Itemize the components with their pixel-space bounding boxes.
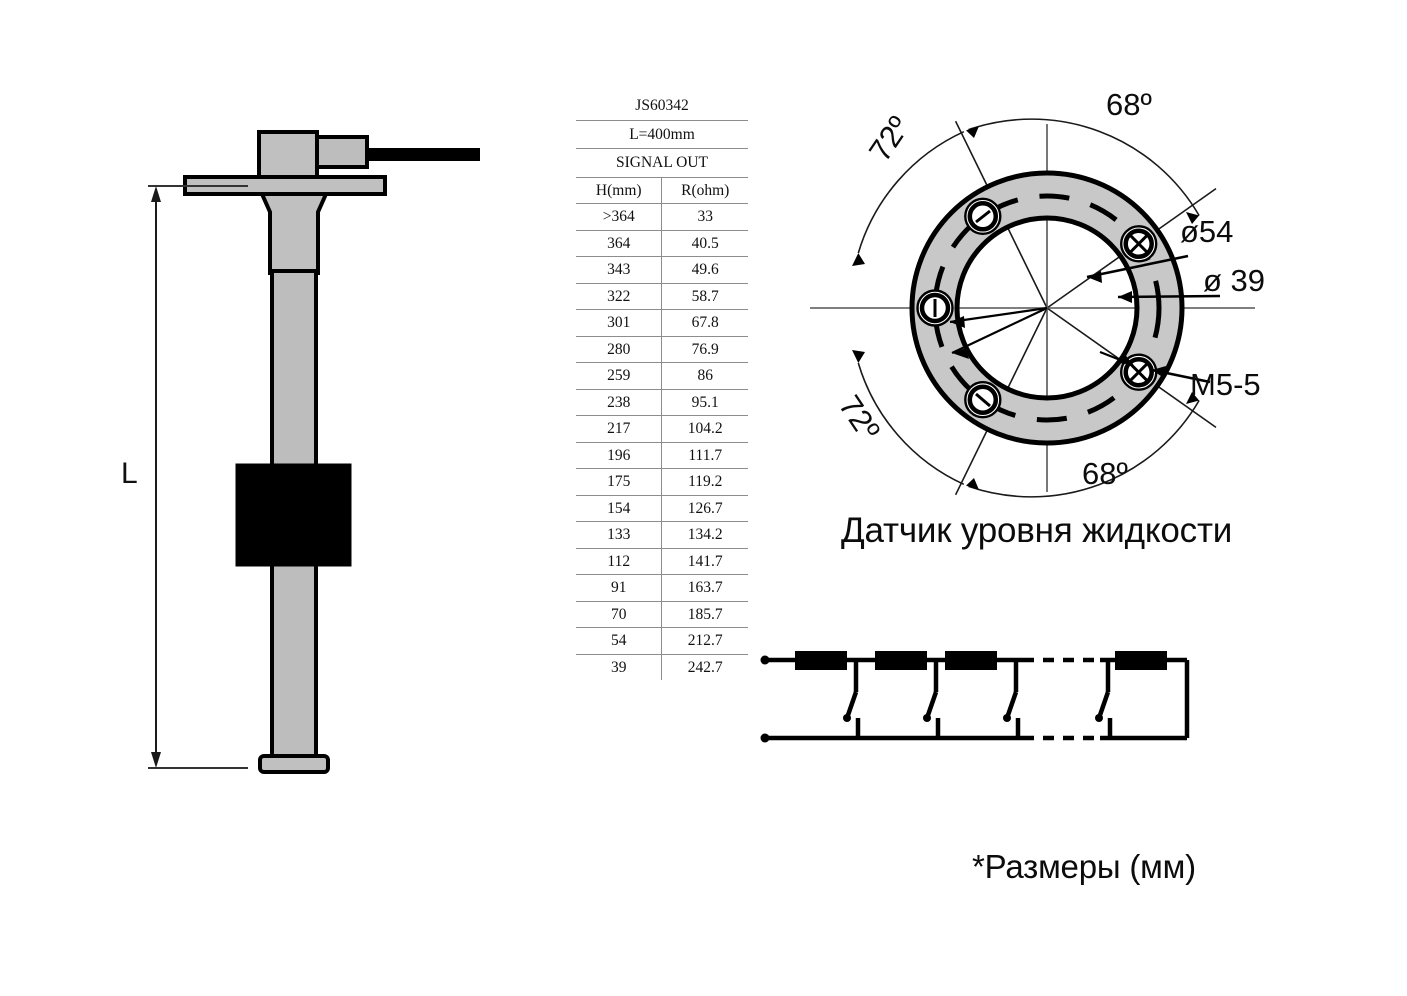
bolt-hole xyxy=(916,289,954,327)
cell-resistance: 134.2 xyxy=(661,521,748,549)
cell-height: 70 xyxy=(576,601,663,628)
thread-label: M5-5 xyxy=(1190,367,1261,402)
column-header-h: H(mm) xyxy=(576,177,663,204)
flange-annulus xyxy=(909,170,1185,446)
resistor-elements xyxy=(795,651,1167,670)
cell-height: 217 xyxy=(576,415,663,443)
angle-construction-arcs xyxy=(857,118,1200,498)
bolt-holes xyxy=(916,197,1158,419)
bolt-circle-dashed xyxy=(932,193,1162,423)
cell-resistance: 185.7 xyxy=(661,601,748,628)
cell-resistance: 67.8 xyxy=(661,309,748,337)
angle-arrowheads xyxy=(852,126,1200,490)
cell-resistance: 104.2 xyxy=(661,415,748,443)
cell-height: 364 xyxy=(576,230,663,257)
sensor-neck xyxy=(258,192,330,275)
circuit-terminals xyxy=(760,655,1103,743)
cell-resistance: 95.1 xyxy=(661,389,748,416)
bolt-hole xyxy=(964,381,1002,419)
float xyxy=(235,463,352,567)
cell-height: 259 xyxy=(576,362,663,390)
cell-resistance: 141.7 xyxy=(661,548,748,575)
cell-resistance: 119.2 xyxy=(661,468,748,496)
table-row-model: JS60342 xyxy=(576,92,748,121)
cell-height: 133 xyxy=(576,521,663,549)
table-row-signal: SIGNAL OUT xyxy=(576,148,748,178)
signal-out-cell: SIGNAL OUT xyxy=(576,148,748,178)
resistance-table: JS60342 L=400mm SIGNAL OUT H(mm) R(ohm) … xyxy=(576,92,748,680)
model-number-cell: JS60342 xyxy=(576,92,748,121)
table-body: JS60342 L=400mm SIGNAL OUT H(mm) R(ohm) … xyxy=(576,92,748,680)
connector-secondary-block xyxy=(310,135,369,169)
leader-thread-callout xyxy=(1099,350,1211,384)
angle-label-68-bottom: 68º xyxy=(1082,456,1128,491)
cell-height: 343 xyxy=(576,256,663,284)
cell-resistance: 126.7 xyxy=(661,495,748,522)
cell-height: 280 xyxy=(576,336,663,363)
cell-height: 112 xyxy=(576,548,663,575)
dimension-extension-lines xyxy=(148,185,248,769)
sensor-cable xyxy=(345,148,480,161)
dimension-arrow-L xyxy=(151,186,161,768)
cell-height: >364 xyxy=(576,203,663,231)
cell-resistance: 163.7 xyxy=(661,574,748,602)
cell-height: 54 xyxy=(576,627,663,655)
cell-resistance: 242.7 xyxy=(687,658,723,676)
cell-height: 175 xyxy=(576,468,663,496)
cell-height: 39 xyxy=(576,654,663,680)
cell-resistance: 58.7 xyxy=(661,283,748,310)
diameter-label-outer: ø54 xyxy=(1180,214,1234,249)
cell-resistance: 212.7 xyxy=(661,627,748,655)
cell-height: 238 xyxy=(576,389,663,416)
cell-height: 322 xyxy=(576,283,663,310)
cell-resistance: 49.6 xyxy=(661,256,748,284)
leader-outer-diameter xyxy=(1086,254,1189,283)
diameter-label-inner: ø 39 xyxy=(1203,263,1266,298)
column-header-r: R(ohm) xyxy=(661,177,748,204)
bolt-hole xyxy=(964,197,1002,236)
table-row: 39 242.7 xyxy=(576,654,748,680)
cell-resistance: 40.5 xyxy=(661,230,748,257)
angle-label-68-top: 68º xyxy=(1106,87,1152,122)
cell-resistance: 33 xyxy=(661,203,748,231)
switch-branches xyxy=(844,660,1113,738)
flange-face-view xyxy=(810,118,1255,498)
cell-height: 301 xyxy=(576,309,663,337)
cell-height: 196 xyxy=(576,442,663,469)
resistor-ladder-schematic xyxy=(760,651,1190,743)
cell-height: 154 xyxy=(576,495,663,522)
table-row-length: L=400mm xyxy=(576,120,748,149)
bolt-hole xyxy=(1120,225,1158,263)
cell-resistance: 111.7 xyxy=(661,442,748,469)
length-cell: L=400mm xyxy=(576,120,748,149)
units-note-caption: *Размеры (мм) xyxy=(972,848,1196,885)
cell-resistance: 86 xyxy=(661,362,748,390)
cell-height: 91 xyxy=(576,574,663,602)
cell-resistance: 76.9 xyxy=(661,336,748,363)
sensor-side-view xyxy=(148,130,480,774)
leader-inner-diameter xyxy=(949,291,1221,359)
table-header-row: H(mm) R(ohm) xyxy=(576,177,748,204)
sensor-title-caption: Датчик уровня жидкости xyxy=(841,511,1233,550)
tube-bottom-cap xyxy=(258,754,330,774)
dimension-label-L: L xyxy=(121,457,138,490)
